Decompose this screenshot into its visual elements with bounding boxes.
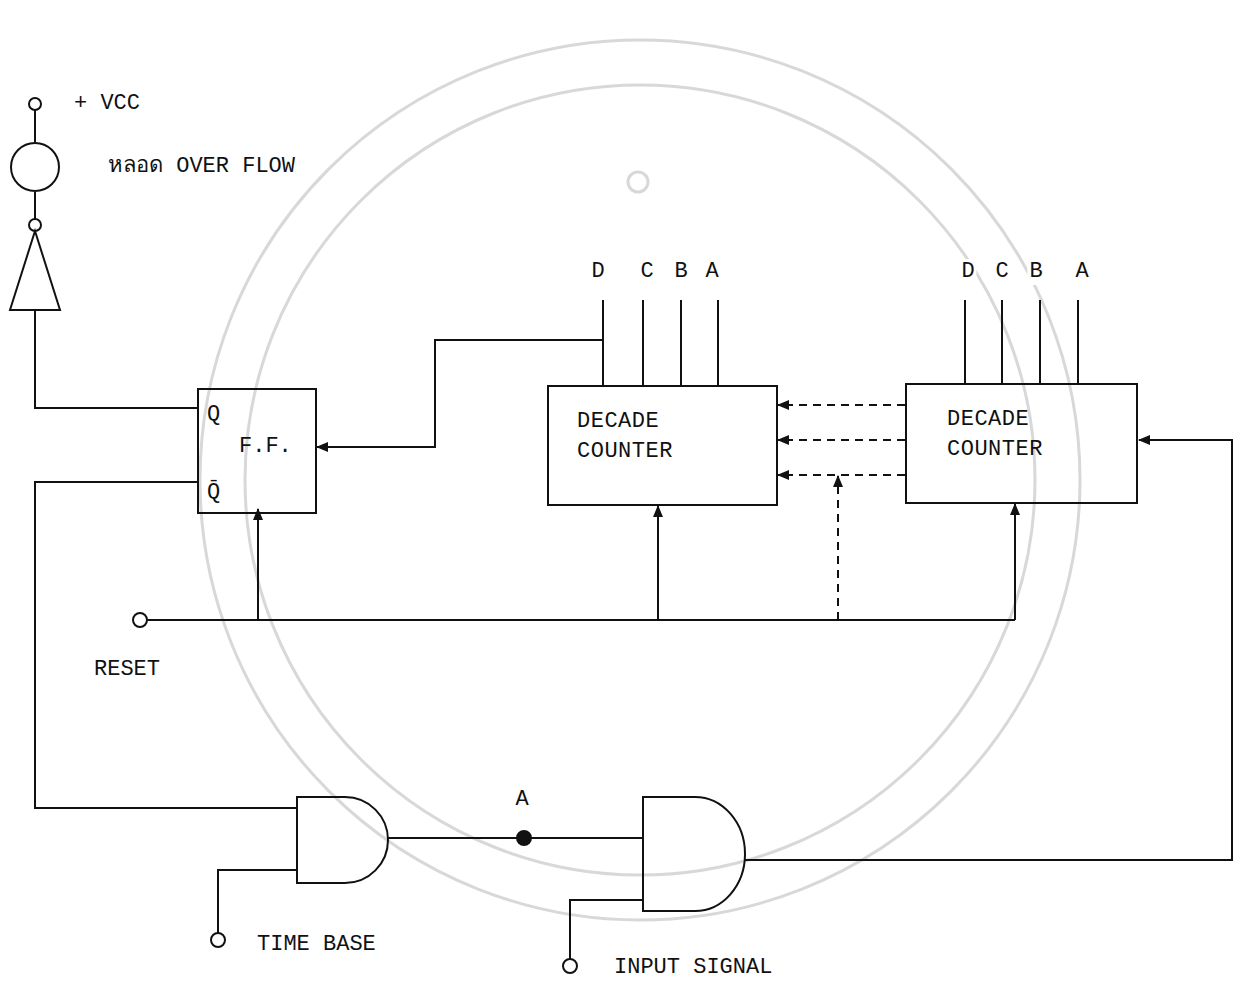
pin-label: D	[959, 259, 976, 285]
reset-wire	[257, 509, 259, 620]
wire	[34, 110, 36, 142]
pin-c	[642, 300, 644, 385]
node-text: หลอด OVER FLOW	[108, 152, 295, 182]
node-label: A	[513, 787, 530, 813]
signal-label: TIME BASE	[255, 932, 378, 958]
dashed-connector	[778, 474, 905, 476]
node-text: DECADE COUNTER	[577, 407, 683, 467]
wire	[35, 482, 297, 808]
pin-label: D	[589, 259, 606, 285]
reset-wire	[657, 506, 659, 620]
inverter-symbol	[10, 231, 60, 310]
pin-label: A	[703, 259, 720, 285]
pin-label: C	[993, 259, 1010, 285]
input-terminal	[563, 959, 577, 973]
vcc-terminal	[29, 98, 41, 110]
reset-wire	[1014, 504, 1016, 620]
node-text: DECADE COUNTER	[947, 405, 1053, 465]
supply-label: + VCC	[72, 91, 142, 117]
node-text: Q̄	[207, 478, 220, 508]
lamp-circle	[11, 143, 59, 191]
time-base-terminal	[211, 933, 225, 947]
junction-dot	[517, 831, 531, 845]
overflow-lamp: หลอด OVER FLOW	[10, 142, 60, 192]
pin-b	[680, 300, 682, 385]
wire	[388, 837, 643, 839]
and-gate	[643, 797, 745, 911]
node-text: Q	[207, 400, 220, 430]
connector	[35, 192, 197, 408]
pin-c	[1001, 300, 1003, 383]
reset-bus	[147, 619, 1015, 621]
dashed-connector	[778, 404, 905, 406]
pin-label: B	[1027, 259, 1044, 285]
and-gate	[297, 797, 388, 883]
wire	[218, 870, 297, 933]
signal-label: INPUT SIGNAL	[612, 955, 774, 981]
reset-terminal	[133, 613, 147, 627]
decade-counter-box: DECADE COUNTER	[547, 385, 778, 506]
node-text: F.F.	[239, 432, 292, 462]
decade-counter-box: DECADE COUNTER	[905, 383, 1138, 504]
pin-b	[1039, 300, 1041, 383]
pin-label: B	[672, 259, 689, 285]
reset-wire-dashed	[837, 476, 839, 620]
pin-a	[717, 300, 719, 385]
pin-label: A	[1073, 259, 1090, 285]
wire	[570, 900, 643, 959]
dashed-connector	[778, 439, 905, 441]
flip-flop-box: Q F.F. Q̄	[197, 388, 317, 514]
connector	[317, 340, 603, 447]
pin-label: C	[638, 259, 655, 285]
lamp-outline	[10, 142, 60, 192]
pin-d	[964, 300, 966, 383]
watermark-seal	[200, 40, 1080, 920]
signal-label: RESET	[92, 657, 162, 683]
pin-a	[1077, 300, 1079, 383]
